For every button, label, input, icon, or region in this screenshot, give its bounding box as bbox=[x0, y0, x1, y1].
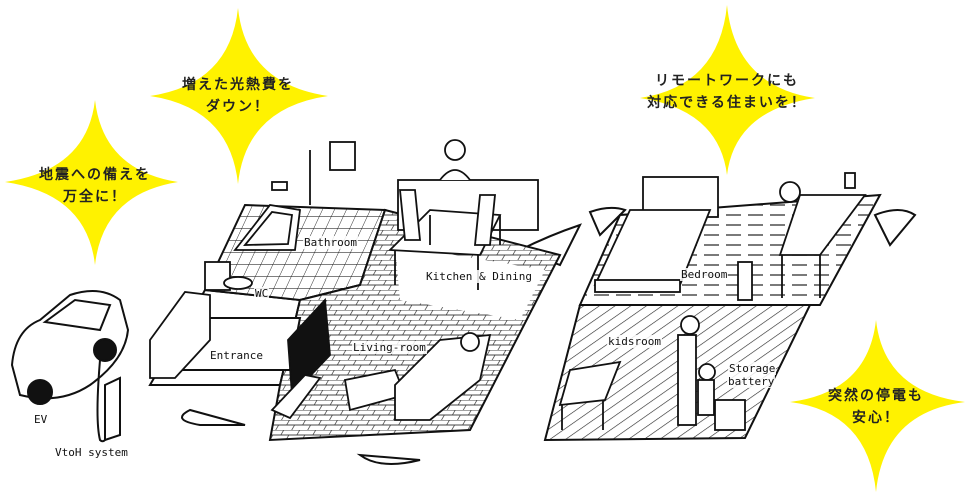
callout-line: 地震への備えを bbox=[39, 167, 151, 183]
label-v2h-system: VtoH system bbox=[54, 446, 129, 459]
bed bbox=[593, 176, 719, 293]
callout-remote-work: リモートワークにも対応できる住まいを！ bbox=[647, 70, 807, 114]
callout-line: リモートワークにも bbox=[654, 73, 799, 89]
v2h-unit bbox=[104, 376, 121, 442]
living-furniture bbox=[270, 297, 492, 421]
label-bedroom: Bedroom bbox=[680, 268, 729, 281]
electric-car bbox=[10, 290, 130, 443]
callout-earthquake: 地震への備えを万全に！ bbox=[39, 164, 151, 208]
kitchen-counter-and-table bbox=[387, 139, 539, 290]
toilet bbox=[204, 261, 253, 291]
label-wc: WC bbox=[254, 287, 270, 300]
desk-with-worker bbox=[737, 172, 867, 301]
kids-desk-and-people bbox=[558, 315, 746, 431]
label-bathroom: Bathroom bbox=[303, 236, 358, 249]
label-kitchen-dining: Kitchen & Dining bbox=[425, 270, 533, 283]
label-ev: EV bbox=[33, 413, 49, 426]
callout-utility-cost: 増えた光熱費をダウン！ bbox=[182, 74, 294, 118]
label-battery: battery bbox=[727, 375, 776, 388]
star-burst bbox=[640, 5, 815, 175]
callout-line: 万全に！ bbox=[63, 189, 127, 205]
star-burst bbox=[150, 8, 328, 184]
label-storage: Storage bbox=[728, 362, 777, 375]
left-floor-plan bbox=[148, 203, 582, 465]
star-burst bbox=[790, 320, 965, 492]
label-kidsroom: kidsroom bbox=[607, 335, 662, 348]
star-burst bbox=[5, 100, 178, 265]
shoe-cabinet bbox=[149, 291, 211, 379]
callout-power-outage: 突然の停電も安心！ bbox=[828, 385, 924, 429]
label-entrance: Entrance bbox=[209, 349, 264, 362]
callout-line: 対応できる住まいを！ bbox=[647, 95, 807, 111]
bathtub bbox=[233, 141, 356, 251]
callout-line: 突然の停電も bbox=[828, 388, 924, 404]
label-living-room: Living-room bbox=[352, 341, 427, 354]
callout-line: 安心！ bbox=[852, 410, 900, 426]
callout-line: 増えた光熱費を bbox=[182, 77, 294, 93]
callout-line: ダウン！ bbox=[206, 99, 270, 115]
